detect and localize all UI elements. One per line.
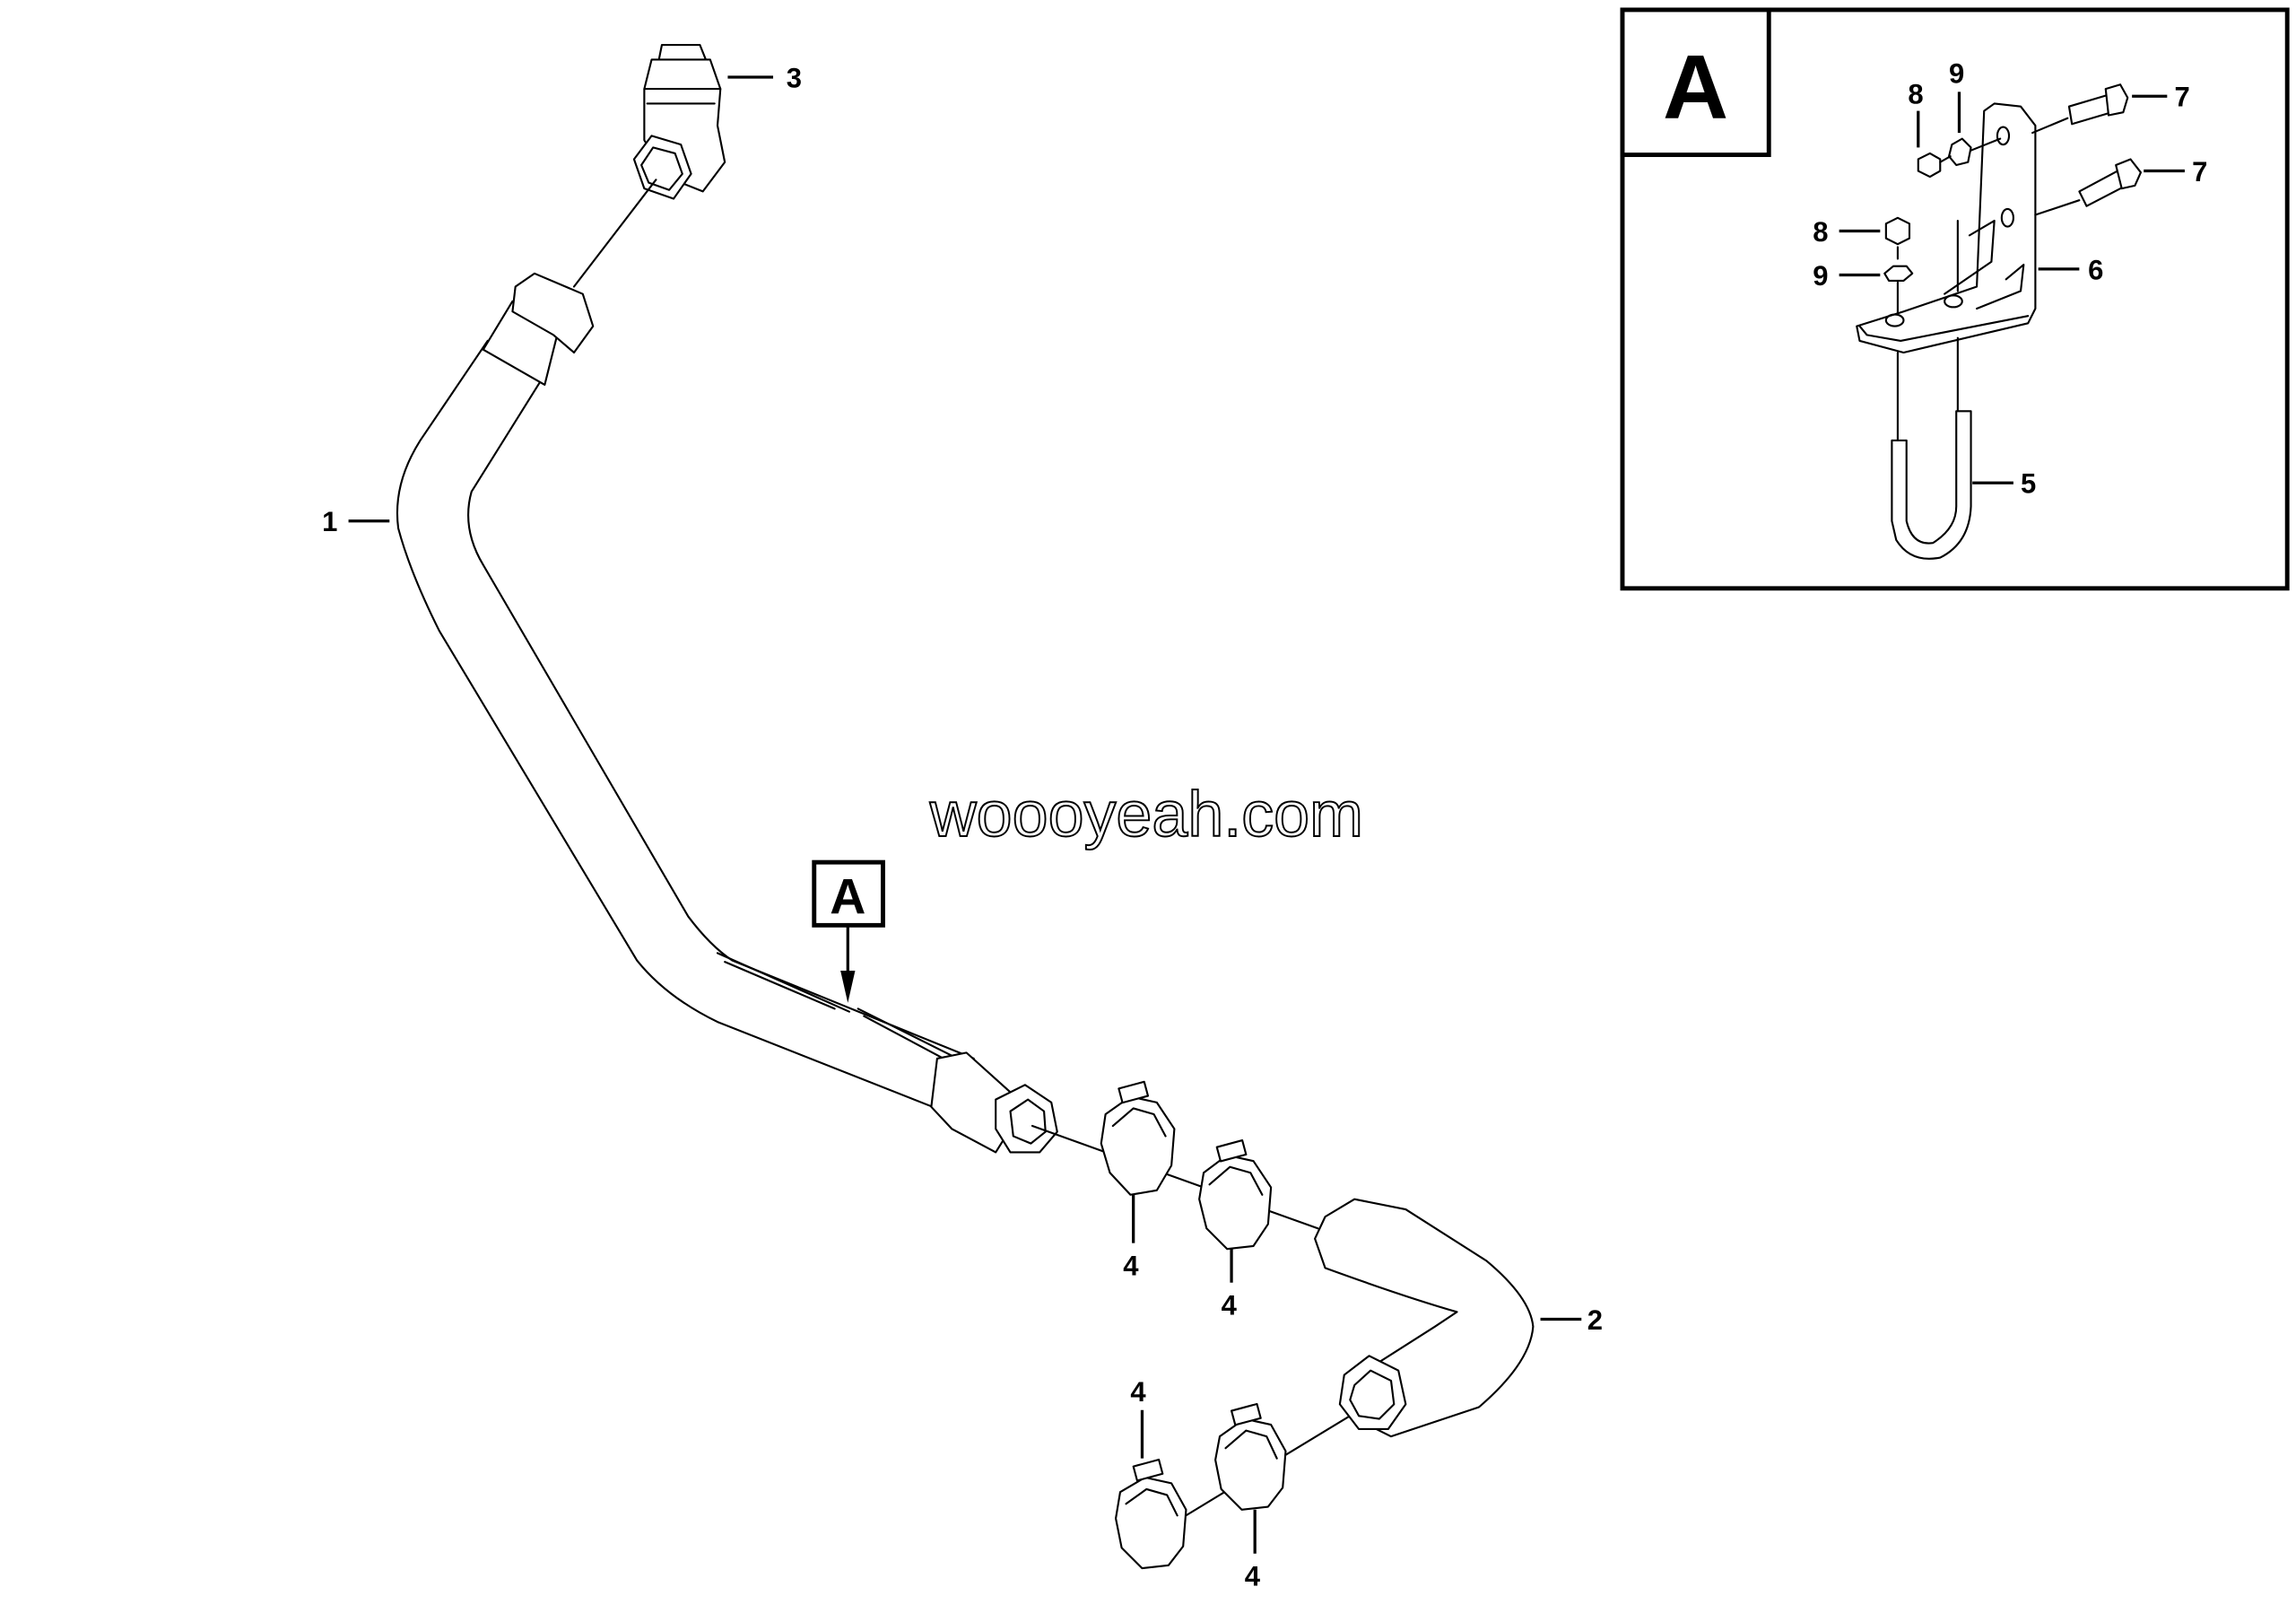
hose-clamp xyxy=(1198,1139,1273,1251)
part-label-clamp: 4 xyxy=(1130,1376,1146,1408)
hose xyxy=(1314,1198,1535,1438)
svg-text:A: A xyxy=(830,868,865,924)
part-label-clamp: 4 xyxy=(1123,1251,1139,1282)
assembly-line xyxy=(572,179,657,288)
part-label-elbow: 3 xyxy=(787,62,802,93)
part-label-washer: 9 xyxy=(1949,58,1964,90)
detail-marker[interactable]: A xyxy=(812,859,885,1003)
detail-view-inset: A 8 9 7 7 xyxy=(1620,7,2290,591)
assembly-line xyxy=(1031,1124,1319,1230)
hose-clamp xyxy=(1214,1402,1287,1511)
part-label-bolt: 7 xyxy=(2192,156,2207,187)
part-label-u-bolt: 5 xyxy=(2021,468,2036,500)
elbow-fitting xyxy=(632,44,726,200)
part-label-clamp: 4 xyxy=(1222,1290,1238,1321)
watermark: woooyeah.com xyxy=(929,779,1363,850)
hose-clamp xyxy=(1115,1458,1187,1570)
part-label-nut: 8 xyxy=(1908,78,1923,109)
detail-view-title: A xyxy=(1663,37,1728,138)
pipe xyxy=(396,272,1058,1154)
part-label-washer: 9 xyxy=(1813,260,1828,292)
part-label-bolt: 7 xyxy=(2174,82,2189,113)
part-label-clamp: 4 xyxy=(1245,1561,1261,1592)
part-label-hose: 2 xyxy=(1587,1304,1603,1336)
part-label-pipe: 1 xyxy=(322,506,337,537)
part-label-bracket: 6 xyxy=(2088,254,2103,285)
hose-clamp xyxy=(1100,1080,1176,1196)
part-label-nut: 8 xyxy=(1813,216,1828,248)
